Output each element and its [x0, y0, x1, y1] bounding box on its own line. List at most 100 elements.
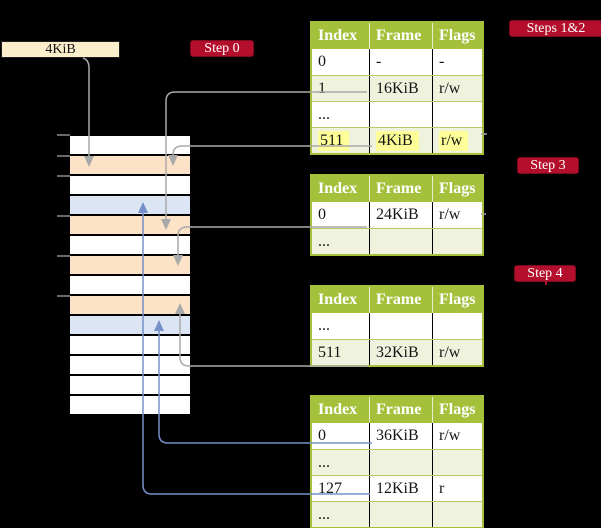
table-row: ... [312, 101, 482, 127]
table-cell [369, 502, 432, 527]
table-cell: 32KiB [369, 340, 432, 365]
column-header-flags: Flags [432, 287, 482, 313]
highlighted-value: r/w [439, 130, 469, 151]
memory-row-10 [70, 336, 190, 356]
table-cell [432, 502, 482, 527]
table-cell: - [369, 49, 432, 75]
column-header-frame: Frame [369, 176, 432, 202]
table-cell: 12KiB [369, 476, 432, 501]
table-cell: 1 [318, 79, 326, 97]
table-cell [432, 229, 482, 254]
memory-row-12 [70, 376, 190, 396]
table-cell: r/w [432, 202, 482, 228]
table-cell: 0 [318, 53, 326, 70]
column-header-flags: Flags [432, 176, 482, 202]
table-cell: 16KiB [369, 76, 432, 101]
table-cell [369, 229, 432, 254]
table-cell: 511 [318, 343, 342, 361]
table-cell: 4KiB [369, 128, 432, 153]
step-label-3: Step 3 [517, 157, 579, 174]
table-cell: 127 [318, 479, 342, 497]
column-header-index: Index [318, 401, 358, 418]
table-cell: 0 [318, 206, 326, 223]
table-cell [369, 450, 432, 475]
memory-tick-marks [57, 134, 70, 297]
table-row: ... [312, 449, 482, 475]
step-label-0-text: Step 0 [204, 40, 240, 56]
table-cell [432, 313, 482, 339]
frame-size-label: 4KiB [45, 41, 76, 57]
table-cell [432, 450, 482, 475]
table-row: ... [312, 228, 482, 254]
memory-row-13 [70, 396, 190, 416]
memory-row-3 [70, 196, 190, 216]
column-header-index: Index [318, 27, 358, 44]
step-label-1-2: Steps 1&2 [509, 20, 601, 37]
memory-row-8 [70, 296, 190, 316]
step-label-4: Step 4 [514, 265, 576, 282]
table-cell: r [432, 476, 482, 501]
memory-stack [70, 136, 190, 416]
table-cell: r/w [432, 340, 482, 365]
memory-row-6 [70, 256, 190, 276]
table-row: 511 4KiB r/w [312, 127, 482, 153]
highlighted-value: 511 [318, 130, 350, 151]
memory-row-11 [70, 356, 190, 376]
highlighted-value: 4KiB [376, 130, 419, 151]
table-row: ... [312, 501, 482, 527]
memory-row-0 [70, 136, 190, 156]
step-label-0: Step 0 [190, 40, 254, 57]
table-cell [369, 102, 432, 127]
table-cell: ... [318, 232, 330, 250]
table-cell: 0 [318, 427, 326, 444]
frame-size-box: 4KiB [1, 41, 120, 58]
memory-row-9 [70, 316, 190, 336]
table-cell: ... [318, 317, 330, 334]
table-cell: ... [318, 453, 330, 471]
table-row: ... [312, 313, 482, 339]
table-cell: ... [318, 105, 330, 123]
column-header-index: Index [318, 291, 358, 308]
column-header-index: Index [318, 180, 358, 197]
table-cell: r/w [432, 76, 482, 101]
memory-row-2 [70, 176, 190, 196]
table-cell [369, 313, 432, 339]
step-label-4-text: Step 4 [527, 265, 563, 281]
table-cell [432, 102, 482, 127]
memory-row-4 [70, 216, 190, 236]
memory-row-7 [70, 276, 190, 296]
step-label-3-text: Step 3 [530, 157, 566, 173]
memory-row-5 [70, 236, 190, 256]
table-cell: 36KiB [369, 423, 432, 449]
column-header-frame: Frame [369, 287, 432, 313]
column-header-frame: Frame [369, 23, 432, 49]
memory-row-1 [70, 156, 190, 176]
table-cell: r/w [432, 128, 482, 153]
step-label-1-2-text: Steps 1&2 [526, 20, 586, 36]
column-header-frame: Frame [369, 397, 432, 423]
column-header-flags: Flags [432, 23, 482, 49]
table-cell: ... [318, 505, 330, 523]
table-cell: 511 [312, 128, 369, 153]
column-header-flags: Flags [432, 397, 482, 423]
table-cell: - [432, 49, 482, 75]
table-cell: r/w [432, 423, 482, 449]
table-row: 0 -- [312, 49, 482, 75]
